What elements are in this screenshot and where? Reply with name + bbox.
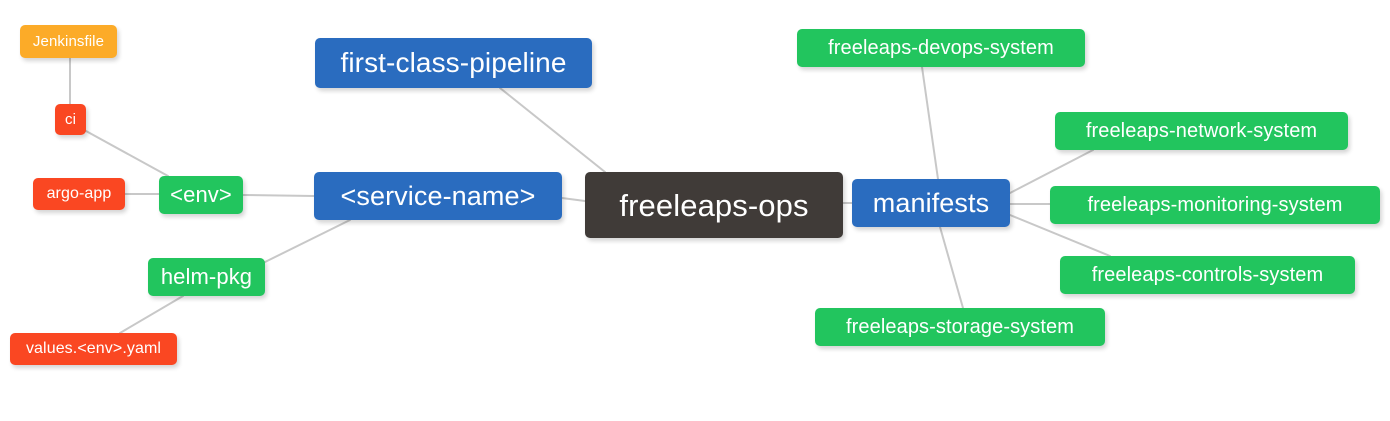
node-label-jenkinsfile: Jenkinsfile — [32, 33, 105, 50]
edge-manifests-to-freeleaps-devops-system — [921, 66, 939, 180]
node-label-freeleaps-ops: freeleaps-ops — [619, 187, 809, 223]
edge-values-yaml-to-helm-pkg — [119, 295, 184, 334]
node-freeleaps-devops-system[interactable]: freeleaps-devops-system — [797, 29, 1085, 67]
node-freeleaps-controls-system[interactable]: freeleaps-controls-system — [1060, 256, 1355, 294]
node-values-yaml[interactable]: values.<env>.yaml — [10, 333, 177, 365]
node-jenkinsfile[interactable]: Jenkinsfile — [20, 25, 117, 58]
edge-ci-to-env — [85, 130, 169, 177]
node-label-freeleaps-storage-system: freeleaps-storage-system — [845, 316, 1075, 338]
node-helm-pkg[interactable]: helm-pkg — [148, 258, 265, 296]
node-env[interactable]: <env> — [159, 176, 243, 214]
node-label-freeleaps-controls-system: freeleaps-controls-system — [1091, 264, 1324, 286]
edge-manifests-to-freeleaps-storage-system — [939, 226, 964, 309]
edge-first-class-pipeline-to-freeleaps-ops — [499, 87, 606, 173]
node-label-first-class-pipeline: first-class-pipeline — [340, 47, 567, 78]
node-freeleaps-monitoring-system[interactable]: freeleaps-monitoring-system — [1050, 186, 1380, 224]
node-label-freeleaps-monitoring-system: freeleaps-monitoring-system — [1087, 194, 1343, 216]
node-label-freeleaps-devops-system: freeleaps-devops-system — [828, 37, 1054, 59]
node-freeleaps-ops[interactable]: freeleaps-ops — [585, 172, 843, 238]
node-label-env: <env> — [170, 182, 232, 207]
node-label-argo-app: argo-app — [46, 185, 112, 202]
node-freeleaps-storage-system[interactable]: freeleaps-storage-system — [815, 308, 1105, 346]
node-manifests[interactable]: manifests — [852, 179, 1010, 227]
node-label-manifests: manifests — [872, 187, 990, 218]
node-label-ci: ci — [64, 111, 77, 128]
edge-service-name-to-freeleaps-ops — [561, 197, 586, 202]
node-label-values-yaml: values.<env>.yaml — [25, 340, 162, 357]
edge-helm-pkg-to-service-name — [264, 219, 351, 263]
node-ci[interactable]: ci — [55, 104, 86, 135]
node-service-name[interactable]: <service-name> — [314, 172, 562, 220]
node-freeleaps-network-system[interactable]: freeleaps-network-system — [1055, 112, 1348, 150]
node-label-helm-pkg: helm-pkg — [160, 264, 253, 289]
node-label-service-name: <service-name> — [340, 180, 536, 211]
node-argo-app[interactable]: argo-app — [33, 178, 125, 210]
node-first-class-pipeline[interactable]: first-class-pipeline — [315, 38, 592, 88]
node-label-freeleaps-network-system: freeleaps-network-system — [1085, 120, 1318, 142]
edge-env-to-service-name — [242, 194, 315, 197]
